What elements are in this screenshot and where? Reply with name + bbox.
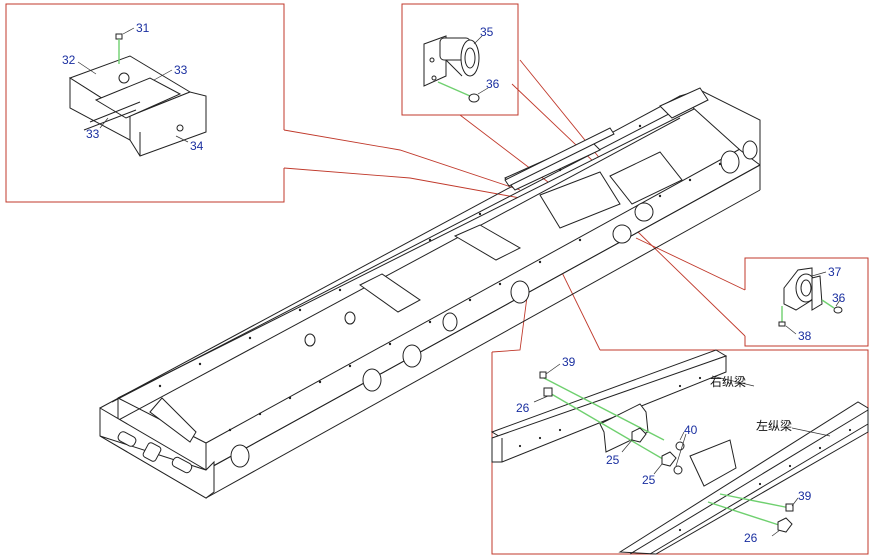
callout-label-38: 38 bbox=[798, 329, 812, 343]
callout-bottom-right: 39 26 40 25 25 39 26 右纵梁 左纵梁 bbox=[490, 349, 869, 555]
chassis-frame bbox=[99, 87, 761, 499]
callout-label-32: 32 bbox=[62, 53, 76, 67]
callout-label-26-top: 26 bbox=[516, 401, 530, 415]
callout-label-25-top: 25 bbox=[606, 453, 620, 467]
callout-label-39-top: 39 bbox=[562, 355, 576, 369]
callout-top-left: 31 32 33 33 34 bbox=[5, 3, 285, 203]
callout-label-40: 40 bbox=[684, 423, 698, 437]
callout-label-26-bottom: 26 bbox=[744, 531, 758, 545]
callout-label-25-bottom: 25 bbox=[642, 473, 656, 487]
callout-label-39-bottom: 39 bbox=[798, 489, 812, 503]
left-rail-label: 左纵梁 bbox=[756, 418, 792, 433]
callout-label-31: 31 bbox=[136, 21, 150, 35]
callout-label-34: 34 bbox=[190, 139, 204, 153]
callout-label-33a: 33 bbox=[174, 63, 188, 77]
callout-top-middle: 35 36 bbox=[401, 3, 519, 116]
right-rail-label: 右纵梁 bbox=[710, 374, 746, 389]
spring-hangers bbox=[230, 140, 758, 468]
callout-label-37: 37 bbox=[828, 265, 842, 279]
callout-label-36-right: 36 bbox=[832, 291, 846, 305]
callout-middle-right: 37 36 38 bbox=[744, 257, 869, 347]
callout-leader-lines bbox=[283, 59, 746, 353]
rail-rivet-holes bbox=[158, 124, 722, 432]
callout-label-36-top: 36 bbox=[486, 77, 500, 91]
callout-label-35: 35 bbox=[480, 25, 494, 39]
callout-label-33b: 33 bbox=[86, 127, 100, 141]
